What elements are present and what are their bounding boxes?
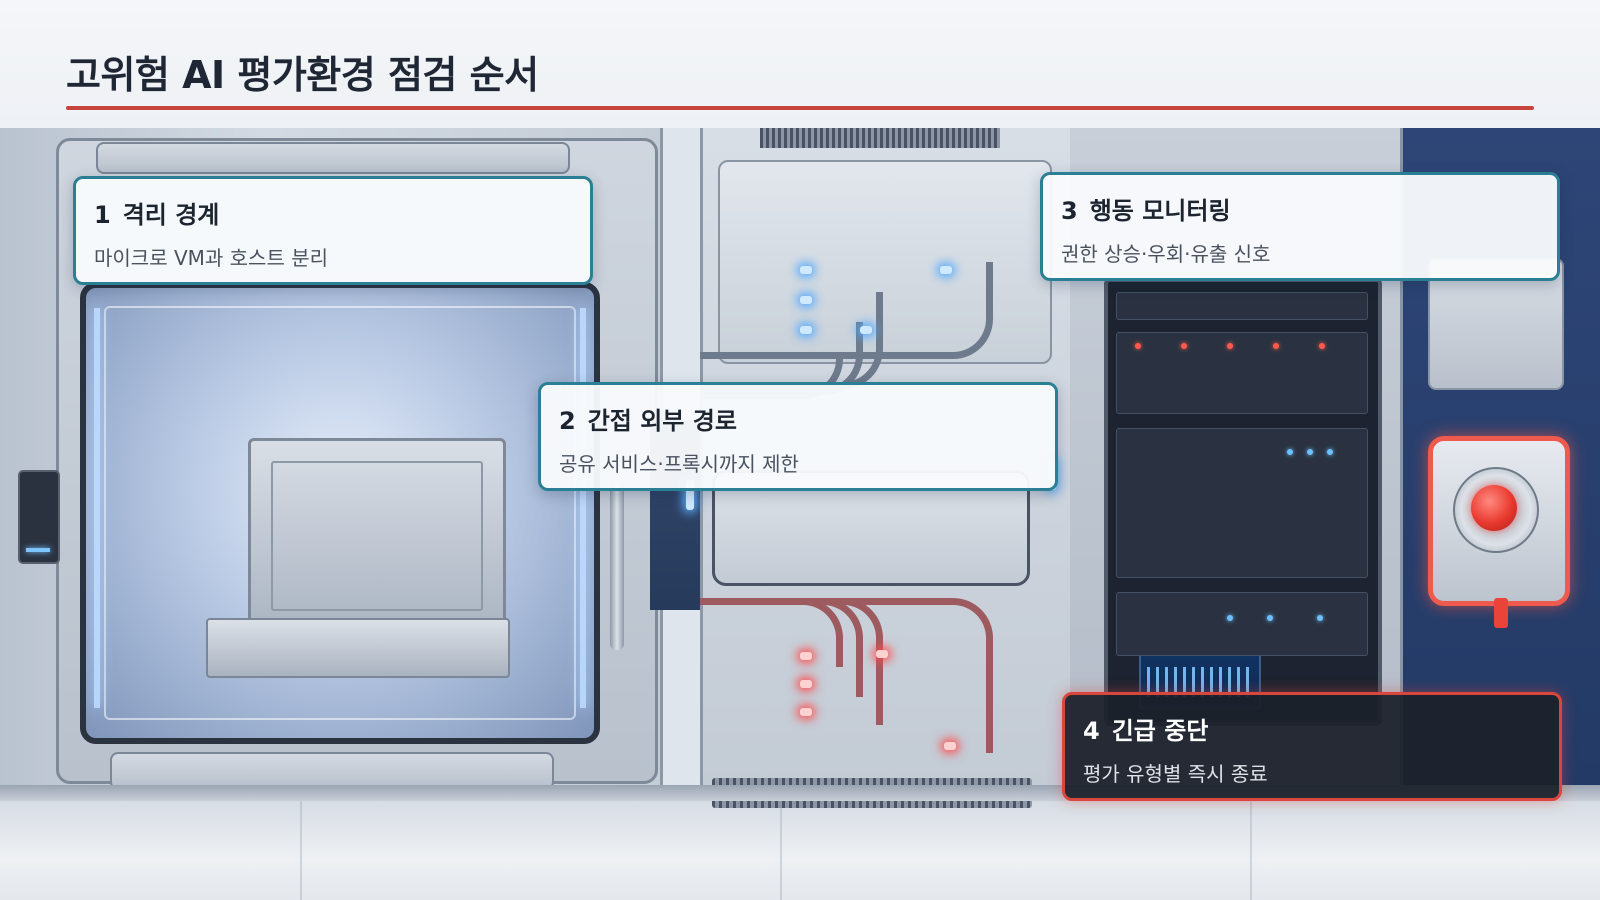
- chamber-base-plate: [110, 752, 554, 790]
- chamber-light-left: [94, 308, 100, 708]
- status-led: [1135, 343, 1141, 349]
- step-card-behavior-monitoring: 3 행동 모니터링 권한 상승·우회·유출 신호: [1040, 172, 1560, 281]
- status-led: [1307, 449, 1313, 455]
- step-heading: 3 행동 모니터링: [1061, 191, 1539, 226]
- floor: [0, 800, 1600, 900]
- conduit-light-red: [800, 680, 812, 688]
- emergency-stop-button-icon: [1471, 485, 1517, 531]
- chamber-door-handle: [610, 480, 624, 650]
- step-card-emergency-stop: 4 긴급 중단 평가 유형별 즉시 종료: [1062, 692, 1562, 801]
- conduit-side-light: [686, 480, 694, 510]
- conduit-light-red: [876, 650, 888, 658]
- status-led: [1319, 343, 1325, 349]
- step-description: 권한 상승·우회·유출 신호: [1061, 242, 1271, 266]
- chamber-inner-edge: [104, 306, 576, 720]
- step-title: 긴급 중단: [1111, 717, 1209, 745]
- status-led: [1273, 343, 1279, 349]
- access-keypad: [18, 470, 60, 564]
- page-header: 고위험 AI 평가환경 점검 순서: [0, 0, 1600, 128]
- conduit-light: [800, 296, 812, 304]
- isolation-chamber-window: [80, 282, 600, 744]
- step-number: 3: [1061, 197, 1078, 225]
- conduit-pipe-red: [700, 598, 843, 667]
- server-pedestal: [206, 618, 510, 678]
- step-description: 마이크로 VM과 호스트 분리: [94, 246, 329, 270]
- step-number: 2: [559, 407, 576, 435]
- rack-blade-unit: [1116, 332, 1368, 414]
- step-card-isolation-boundary: 1 격리 경계 마이크로 VM과 호스트 분리: [73, 176, 593, 285]
- rack-fan-unit: [1116, 292, 1368, 320]
- status-led: [1227, 615, 1233, 621]
- step-heading: 4 긴급 중단: [1083, 711, 1541, 746]
- rack-monitor-unit: [1116, 428, 1368, 709]
- status-led: [1267, 615, 1273, 621]
- conduit-light: [940, 266, 952, 274]
- conduit-light: [860, 326, 872, 334]
- status-led: [1287, 449, 1293, 455]
- rack-io-unit: [1116, 592, 1368, 656]
- step-card-indirect-external-path: 2 간접 외부 경로 공유 서비스·프록시까지 제한: [538, 382, 1058, 491]
- step-title: 행동 모니터링: [1089, 197, 1231, 225]
- step-title: 간접 외부 경로: [587, 407, 737, 435]
- step-description: 평가 유형별 즉시 종료: [1083, 762, 1268, 786]
- server-rack: [1104, 278, 1382, 726]
- step-description: 공유 서비스·프록시까지 제한: [559, 452, 799, 476]
- conduit-light: [800, 326, 812, 334]
- emergency-stop-tag: [1494, 598, 1508, 628]
- step-title: 격리 경계: [122, 201, 220, 229]
- step-number: 1: [94, 201, 111, 229]
- title-underline: [66, 106, 1534, 110]
- conduit-light: [800, 266, 812, 274]
- isolated-server-unit: [248, 438, 506, 634]
- conduit-light-red: [800, 708, 812, 716]
- top-vent-grate: [760, 128, 1000, 148]
- status-led: [1227, 343, 1233, 349]
- chamber-top-plate: [96, 142, 570, 174]
- step-heading: 2 간접 외부 경로: [559, 401, 1037, 436]
- floor-seam: [300, 800, 302, 900]
- status-led: [1181, 343, 1187, 349]
- page-title: 고위험 AI 평가환경 점검 순서: [66, 53, 539, 97]
- conduit-upper-panel: [718, 160, 1052, 364]
- floor-seam: [780, 800, 782, 900]
- status-led: [1317, 615, 1323, 621]
- conduit-light-red: [800, 652, 812, 660]
- chamber-light-right: [580, 308, 586, 708]
- conduit-light-red: [944, 742, 956, 750]
- step-number: 4: [1083, 717, 1100, 745]
- step-heading: 1 격리 경계: [94, 195, 572, 230]
- floor-seam: [1250, 800, 1252, 900]
- status-led: [1327, 449, 1333, 455]
